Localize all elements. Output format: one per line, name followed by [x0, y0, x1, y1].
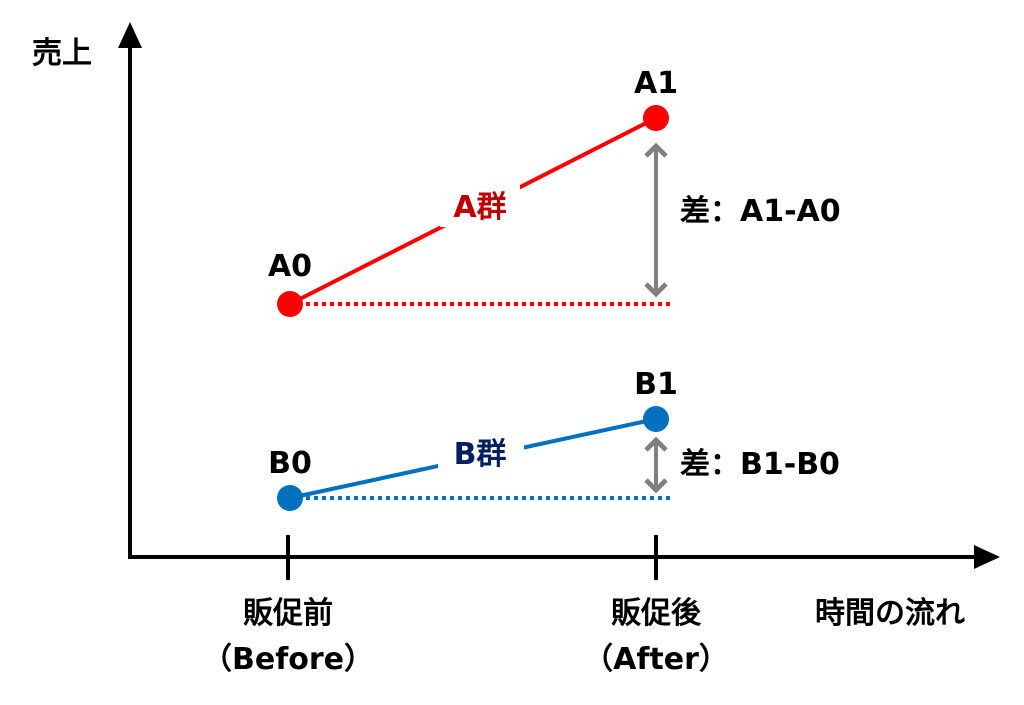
- tick-sublabel-after: （After）: [583, 642, 729, 677]
- tick-sublabel-before: （Before）: [202, 642, 374, 677]
- point-a0: [277, 291, 303, 317]
- group-a-diff-label: 差：A1-A0: [680, 194, 841, 229]
- group-a-label: A群: [453, 190, 506, 225]
- point-a0-label: A0: [268, 249, 312, 284]
- y-axis-label: 売上: [32, 36, 92, 71]
- point-a1: [643, 105, 669, 131]
- tick-label-after: 販促後: [611, 596, 702, 631]
- group-b-diff-label: 差：B1-B0: [680, 447, 840, 482]
- y-axis-arrowhead: [118, 22, 142, 48]
- point-b1-label: B1: [634, 367, 678, 402]
- x-axis-arrowhead: [974, 545, 1000, 569]
- point-a1-label: A1: [634, 66, 678, 101]
- group-b-label-bg: [438, 430, 524, 474]
- point-b0-label: B0: [268, 446, 312, 481]
- tick-label-before: 販促前: [243, 596, 333, 631]
- x-axis-label: 時間の流れ: [815, 596, 965, 631]
- point-b1: [643, 406, 669, 432]
- point-b0: [277, 485, 303, 511]
- group-b-label: B群: [454, 437, 507, 472]
- group-a-label-bg: [440, 183, 520, 227]
